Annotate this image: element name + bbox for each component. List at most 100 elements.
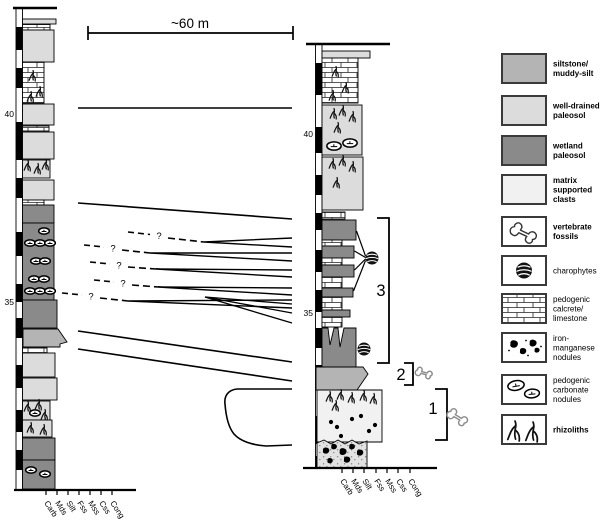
scale-strip-segment <box>315 63 322 95</box>
bracket-2 <box>404 362 414 386</box>
bed-silt <box>315 366 369 391</box>
carbonate-nodule-mark <box>27 289 33 292</box>
channel-lens-outline <box>224 388 293 447</box>
bed-wet <box>22 437 56 461</box>
bed-calcrete <box>22 24 51 31</box>
carbonate-nodule-mark <box>42 472 48 475</box>
carbonate-nodule-icon <box>37 227 51 235</box>
bed-wet <box>321 264 355 278</box>
carbonate-nodule-mark <box>346 141 354 145</box>
scale-strip-segment <box>315 213 322 230</box>
depth-label: 35 <box>304 308 314 318</box>
mn-nodule-icon <box>534 347 540 353</box>
legend-swatch-rhizolith <box>501 414 547 445</box>
scale-strip-segment <box>16 27 23 50</box>
legend-label: rhizoliths <box>553 425 589 434</box>
legend-label: wetland <box>552 142 583 151</box>
depth-label: 40 <box>5 109 15 119</box>
clast-dot-icon <box>525 339 527 342</box>
rhizolith-icon <box>524 421 539 443</box>
bed-calcrete <box>321 257 343 266</box>
legend-item-silt: siltstone/muddy-silt <box>501 53 594 84</box>
rhizolith-icon <box>328 89 336 102</box>
question-mark: ? <box>120 279 125 290</box>
clast-dot-icon <box>338 433 344 439</box>
rhizolith-icon <box>28 69 36 82</box>
charophyte-icon <box>357 342 371 356</box>
question-mark: ? <box>88 292 93 303</box>
legend-item-charophyte: charophytes <box>501 255 597 286</box>
mn-nodule-icon <box>331 443 337 450</box>
carbonate-nodule-icon <box>38 470 52 478</box>
mn-nodule-icon <box>343 456 351 463</box>
correlation-line <box>77 348 293 382</box>
charophyte-links <box>352 230 367 292</box>
grain-axis-label: Fss <box>75 499 90 515</box>
scale-strip-segment <box>315 328 322 348</box>
legend-label: nodules <box>553 353 581 362</box>
rhizolith-icon <box>329 107 337 120</box>
clast-dot-icon <box>508 349 510 352</box>
mn-nodule-icon <box>339 448 347 455</box>
bed-calcrete <box>321 211 346 220</box>
bed-wet <box>321 309 351 318</box>
carbonate-nodule-icon <box>33 239 47 247</box>
rhizolith-icon <box>336 388 344 401</box>
legend-label: limestone <box>553 314 588 323</box>
legend-swatch-well <box>501 95 547 126</box>
dashed-correlation-line <box>167 237 205 243</box>
legend-label: siltstone/ <box>553 60 589 69</box>
bracket-label: 2 <box>396 366 405 384</box>
carbonate-nodule-icon <box>28 409 42 417</box>
scale-strip-segment <box>16 68 23 88</box>
scale-bar-label: ~60 m <box>171 16 209 31</box>
charophyte-icon <box>516 262 532 279</box>
rhizolith-icon <box>333 121 341 134</box>
rhizolith-icon <box>338 104 346 117</box>
pinch-out-wedge <box>204 296 293 305</box>
bed-wet <box>321 245 355 259</box>
legend-label: well-drained <box>552 102 600 111</box>
scale-strip-segment <box>315 127 322 153</box>
pinch-out-wedge <box>204 296 293 324</box>
carbonate-nodule-icon <box>326 141 342 151</box>
mn-nodule-icon <box>510 340 518 348</box>
dashed-correlation-line <box>131 284 159 288</box>
scale-strip-segment <box>16 410 23 432</box>
carbonate-nodule-mark <box>27 241 33 244</box>
rhizolith-icon <box>348 160 356 173</box>
rhizolith-icon <box>338 154 346 167</box>
rhizolith-icon <box>26 90 34 103</box>
bed-well <box>321 50 371 59</box>
bed-calcrete <box>321 316 343 328</box>
legend-label: fossils <box>553 232 579 241</box>
rhizolith-icon <box>347 391 355 404</box>
bed-well <box>22 179 55 201</box>
legend-label: clasts <box>553 195 576 204</box>
depth-label: 40 <box>304 129 314 139</box>
dashed-correlation-line <box>127 231 151 236</box>
legend-item-rhizolith: rhizoliths <box>501 414 589 445</box>
carbonate-nodule-mark <box>37 241 43 244</box>
carbonate-nodule-icon <box>23 239 37 247</box>
legend-label: nodules <box>553 395 581 404</box>
rhizolith-icon <box>359 389 367 402</box>
question-mark: ? <box>110 244 115 255</box>
rhizolith-icon <box>331 65 339 78</box>
bed-well <box>22 131 55 160</box>
pinch-out-wedge <box>155 268 293 278</box>
charophyte-link-line <box>354 250 366 259</box>
rhizolith-icon <box>325 390 333 403</box>
carbonate-nodule-mark <box>528 391 536 395</box>
bed-matrix <box>316 389 383 443</box>
scale-strip-segment <box>315 290 322 312</box>
dashed-correlation-line <box>89 261 111 265</box>
pinch-out-wedge <box>204 296 293 314</box>
bed-well <box>22 352 56 378</box>
